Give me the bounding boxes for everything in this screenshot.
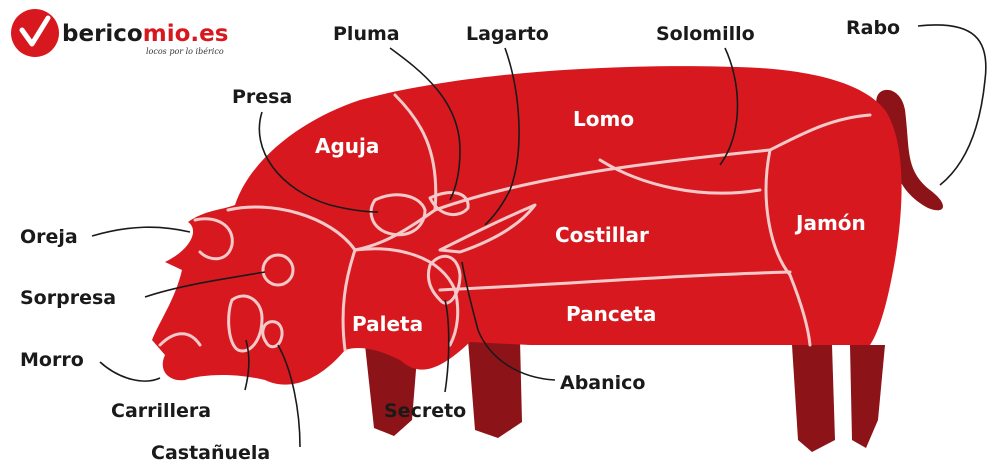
leader-rabo (918, 25, 986, 185)
label-presa: Presa (232, 86, 292, 108)
logo-wordmark: bericomio.es (62, 21, 228, 47)
label-oreja: Oreja (20, 226, 78, 248)
label-solomillo: Solomillo (656, 23, 755, 45)
logo-brand-part1: berico (62, 21, 143, 47)
label-sorpresa: Sorpresa (20, 287, 116, 309)
label-pluma: Pluma (333, 23, 400, 45)
label-panceta: Panceta (566, 302, 656, 326)
label-rabo: Rabo (846, 17, 900, 39)
leader-morro (100, 362, 160, 381)
logo-brand-part2: mio.es (143, 21, 229, 47)
logo-tagline: locos por lo ibérico (146, 47, 224, 56)
label-abanico: Abanico (560, 372, 645, 394)
leader-oreja (92, 227, 190, 236)
label-jamon: Jamón (794, 211, 866, 235)
label-secreto: Secreto (384, 400, 466, 422)
hind-leg-right (850, 345, 885, 448)
logo[interactable]: bericomio.es locos por lo ibérico (11, 9, 228, 57)
label-morro: Morro (20, 349, 84, 371)
label-paleta: Paleta (352, 312, 423, 336)
label-aguja: Aguja (315, 134, 379, 158)
label-costillar: Costillar (555, 223, 649, 247)
logo-badge-icon (11, 9, 59, 57)
label-lomo: Lomo (573, 107, 634, 131)
label-lagarto: Lagarto (466, 23, 549, 45)
label-carrillera: Carrillera (111, 400, 211, 422)
label-castanuela: Castañuela (151, 442, 270, 464)
hind-leg-left (792, 345, 835, 452)
